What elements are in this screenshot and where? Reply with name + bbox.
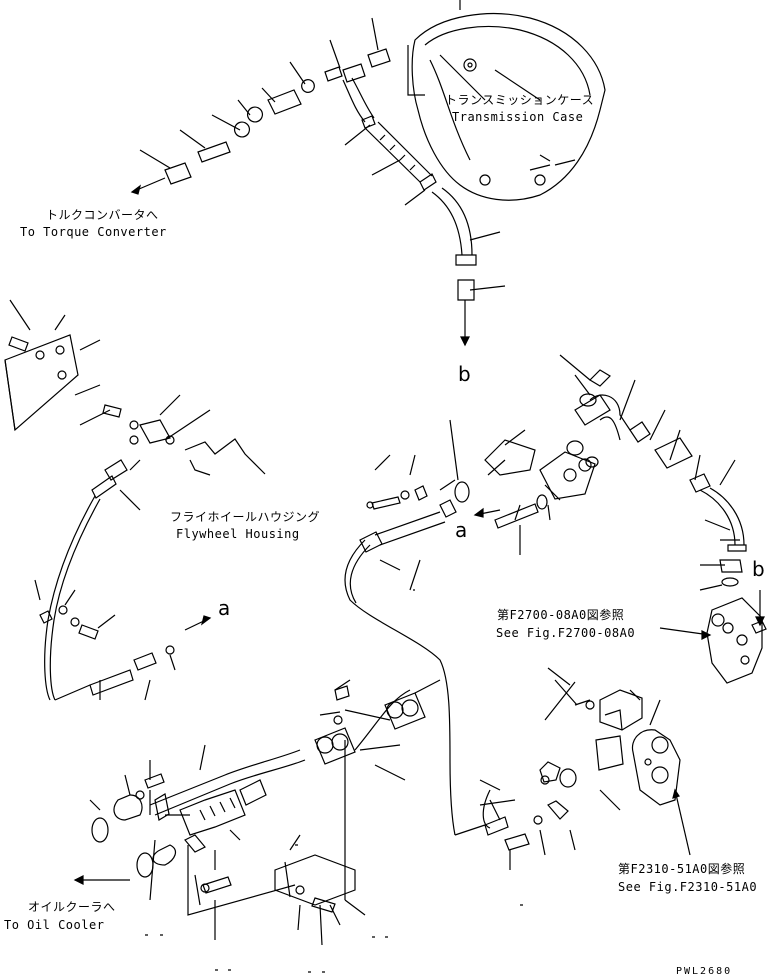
- connector-a-left: a: [218, 596, 231, 620]
- valve-body-f2310: [480, 668, 690, 870]
- connector-a-mid: a: [455, 518, 468, 542]
- transmission-case-label-ja: トランスミッションケース: [445, 93, 595, 107]
- connector-b-right: b: [752, 557, 765, 581]
- transmission-case: [408, 0, 605, 200]
- top-pipe-assembly: [132, 18, 575, 345]
- see-fig-2310-label-en: See Fig.F2310-51A0: [618, 880, 758, 894]
- see-fig-2700-label-en: See Fig.F2700-08A0: [496, 626, 636, 640]
- oil-cooler-label-ja: オイルクーラへ: [28, 900, 116, 914]
- lower-hoses: [75, 680, 440, 945]
- connector-b-top: b: [458, 362, 471, 386]
- oil-cooler-label-en: To Oil Cooler: [4, 918, 105, 932]
- flywheel-housing-label-ja: フライホイールハウジング: [170, 510, 321, 524]
- drawing-id: PWL2680: [676, 966, 733, 977]
- right-top-pipes: [560, 355, 764, 625]
- see-fig-2310-label-ja: 第F2310-51A0図参照: [618, 862, 746, 876]
- torque-converter-label-en: To Torque Converter: [20, 225, 167, 239]
- flywheel-area: [5, 300, 265, 700]
- see-fig-2700-label-ja: 第F2700-08A0図参照: [497, 608, 625, 622]
- main-hose: [345, 420, 595, 835]
- flywheel-housing-label-en: Flywheel Housing: [176, 527, 300, 541]
- transmission-case-label-en: Transmission Case: [452, 110, 584, 124]
- torque-converter-label-ja: トルクコンバータへ: [46, 208, 159, 222]
- valve-body-f2700: [660, 598, 766, 683]
